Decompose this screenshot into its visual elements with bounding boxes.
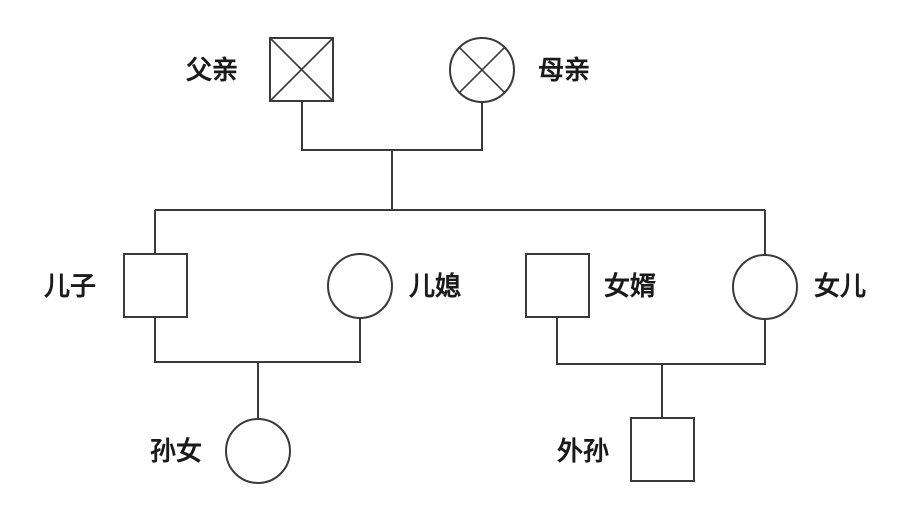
father-symbol (269, 37, 334, 102)
son-in-law-label: 女婿 (604, 272, 657, 302)
mother-label: 母亲 (538, 56, 591, 86)
daughter-in-law-label: 儿媳 (409, 272, 462, 302)
son-symbol (123, 253, 188, 318)
son-in-law-symbol (525, 253, 590, 318)
grandson-label: 外孙 (557, 437, 610, 467)
daughter-symbol (732, 254, 798, 320)
granddaughter-symbol (225, 418, 291, 484)
grandson-symbol (630, 417, 695, 482)
daughter-in-law-symbol (327, 253, 393, 319)
son-couple-line (154, 318, 361, 363)
mother-symbol (449, 37, 515, 103)
daughter-couple-line (556, 318, 766, 365)
granddaughter-label: 孙女 (150, 437, 203, 467)
parents-marriage-line (301, 102, 483, 151)
son-label: 儿子 (44, 272, 97, 302)
father-label: 父亲 (186, 56, 239, 86)
daughter-label: 女儿 (814, 272, 867, 302)
